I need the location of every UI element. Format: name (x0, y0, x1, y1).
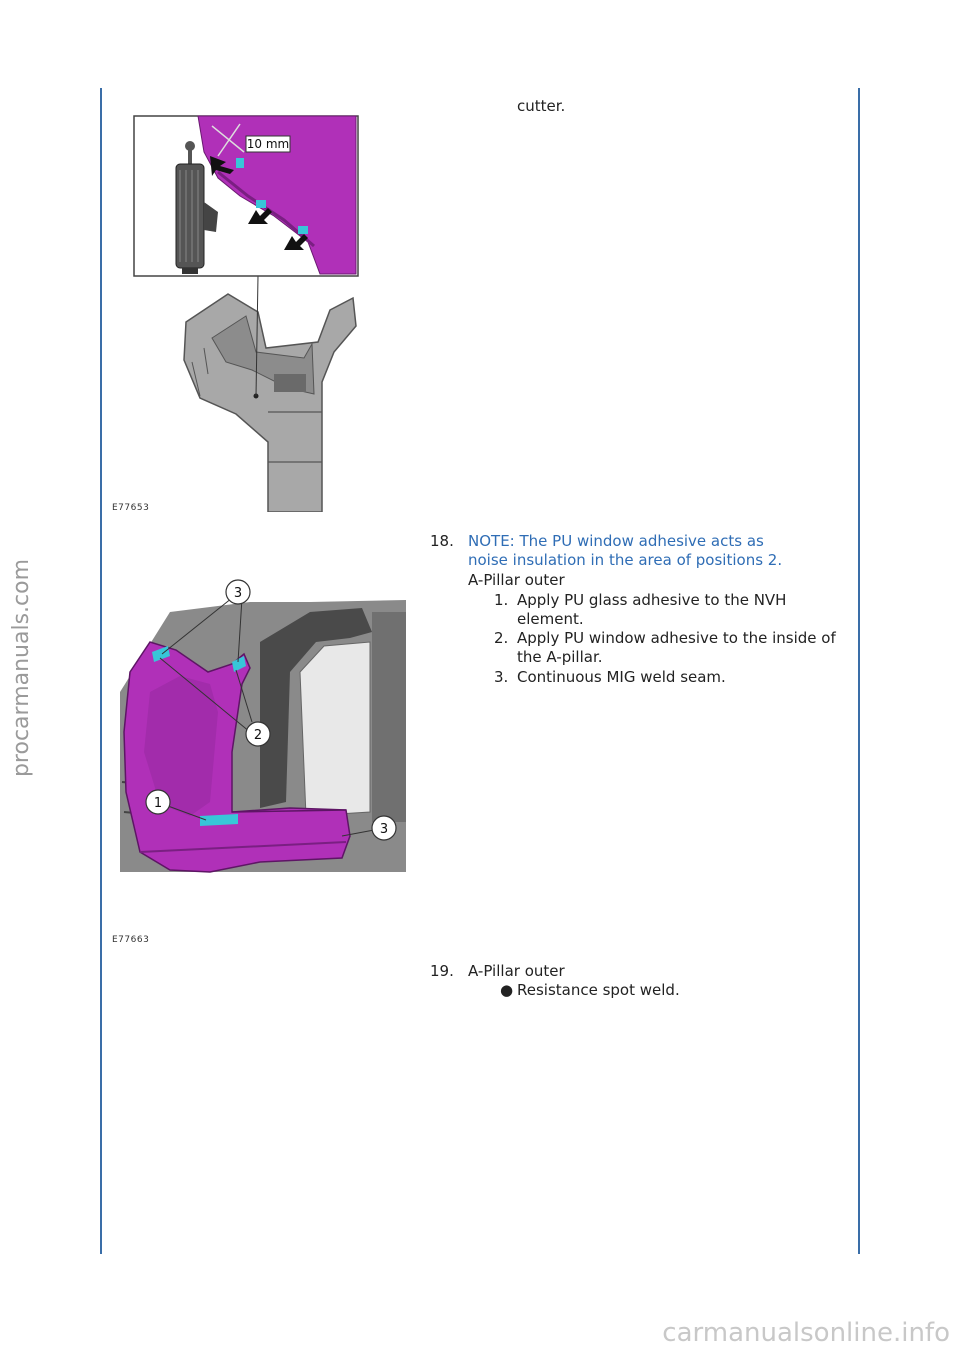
dimension-label-box (245, 135, 291, 153)
step-19-title: A-Pillar outer (468, 962, 565, 980)
seam-mark-top-left (152, 646, 170, 662)
die-grinder-tool (175, 141, 218, 274)
step-18-item-2-number: 2. (494, 629, 509, 647)
step-19-bullet-text: Resistance spot weld. (517, 981, 680, 999)
callout-circle-3-bottom (371, 815, 397, 841)
step-18-item-1-line2: element. (517, 610, 584, 628)
step-18-title: A-Pillar outer (468, 571, 565, 589)
left-margin-rule (100, 88, 102, 1254)
continuation-text: cutter. (517, 97, 566, 115)
figure-code-e77663: E77663 (112, 935, 150, 945)
figure-code-e77653: E77653 (112, 503, 150, 513)
figure-e77663: 3 2 1 3 (120, 579, 406, 873)
callout-2: 2 (254, 728, 262, 743)
step-18-item-1-line1: Apply PU glass adhesive to the NVH (517, 591, 787, 609)
callout-1: 1 (154, 796, 162, 811)
figure-e77653: 10 mm (133, 115, 359, 512)
seam-mark-top-right (232, 656, 246, 672)
step-18-item-3-number: 3. (494, 668, 509, 686)
step-18-note-line2: noise insulation in the area of position… (468, 551, 783, 569)
callout-3-bottom: 3 (380, 822, 388, 837)
callout-circle-1 (145, 789, 171, 815)
side-watermark: procarmanuals.com (9, 558, 34, 778)
callout-circle-3-top (225, 579, 251, 605)
step-18-note-line1: NOTE: The PU window adhesive acts as (468, 532, 764, 550)
step-19-number: 19. (430, 962, 454, 980)
step-18-item-3-line1: Continuous MIG weld seam. (517, 668, 726, 686)
a-pillar-outer-panel (123, 641, 351, 873)
step-18-number: 18. (430, 532, 454, 550)
callout-circle-2 (245, 721, 271, 747)
bottom-watermark: carmanualsonline.info (662, 1318, 950, 1348)
seam-mark-lower (200, 814, 238, 826)
dimension-label: 10 mm (247, 137, 289, 151)
step-18-item-2-line2: the A-pillar. (517, 648, 603, 666)
step-18-item-2-line1: Apply PU window adhesive to the inside o… (517, 629, 836, 647)
bullet-icon: ● (500, 981, 514, 999)
a-pillar-lower-illustration (183, 293, 357, 512)
callout-3-top: 3 (234, 586, 242, 601)
right-margin-rule (858, 88, 860, 1254)
step-18-item-1-number: 1. (494, 591, 509, 609)
